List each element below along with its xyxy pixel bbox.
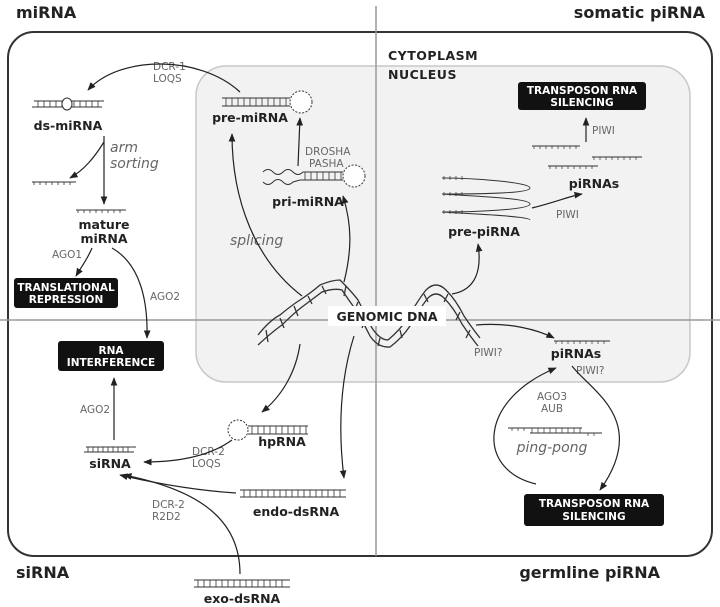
germline-silencing-box	[524, 494, 664, 526]
quadrant-title-germline-pirna: germline piRNA	[519, 563, 660, 582]
somatic-pirnas-label: piRNAs	[569, 176, 619, 191]
germline-pirna-strand	[554, 340, 610, 344]
pre-pirna-transcript	[441, 176, 531, 221]
arrow-mature-to-rnai	[111, 247, 151, 339]
arrow-hprna-to-sirna	[143, 439, 233, 466]
quadrant-title-somatic-pirna: somatic piRNA	[574, 3, 706, 22]
ds-mirna-duplex	[32, 97, 104, 111]
hprna-label: hpRNA	[258, 434, 306, 449]
germline-silencing-line2: SILENCING	[562, 511, 625, 523]
somatic-pirna-strands	[532, 145, 642, 169]
rna-interference-line1: RNA	[99, 345, 125, 357]
dcr1-label: DCR-1	[153, 61, 186, 73]
dcr2-label-b: DCR-2	[152, 499, 185, 511]
arrow-dna-to-germline-pirnas	[475, 323, 555, 339]
pri-mirna-hairpin	[262, 164, 366, 188]
drosha-label: DROSHA	[305, 146, 351, 158]
nucleus-label: NUCLEUS	[388, 67, 457, 82]
arrow-dna-to-hprna	[261, 343, 301, 413]
piwi-question-label-b: PIWI?	[576, 365, 604, 377]
ping-pong-label: ping-pong	[516, 440, 588, 456]
endo-dsrna	[240, 489, 346, 498]
r2d2-label: R2D2	[152, 511, 181, 523]
hprna-hairpin	[227, 419, 308, 441]
ping-pong-strands	[508, 427, 602, 436]
ago1-label: AGO1	[52, 249, 82, 261]
piwi-question-label-a: PIWI?	[474, 347, 502, 359]
translational-repression-box	[14, 278, 118, 308]
pre-mirna-label: pre-miRNA	[212, 110, 288, 125]
germline-silencing-line1: TRANSPOSON RNA	[539, 498, 650, 510]
germline-pirnas-label: piRNAs	[551, 346, 601, 361]
genomic-dna-label: GENOMIC DNA	[336, 309, 437, 324]
arrow-prepirna-to-pirnas	[531, 191, 583, 209]
arrow-pingpong-loop-left	[493, 367, 557, 485]
arrow-dna-to-pri	[342, 195, 351, 283]
arrow-pri-to-pre	[296, 117, 304, 167]
ago2-label-mirna: AGO2	[150, 291, 180, 303]
ago2-label-sirna: AGO2	[80, 404, 110, 416]
mature-mirna-label-2: miRNA	[80, 231, 127, 246]
pre-pirna-label: pre-piRNA	[448, 224, 520, 239]
sirna-duplex	[84, 446, 136, 453]
arrow-mature-to-repression	[75, 247, 93, 277]
somatic-silencing-box	[518, 82, 646, 110]
arm-sorting-label-1: arm	[110, 140, 138, 156]
aub-label: AUB	[541, 403, 563, 415]
endo-dsrna-label: endo-dsRNA	[253, 504, 340, 519]
translational-repression-line2: REPRESSION	[29, 294, 103, 306]
somatic-silencing-line1: TRANSPOSON RNA	[527, 85, 638, 97]
arrow-arm-sorting	[69, 141, 105, 179]
arrow-exo-to-sirna	[123, 473, 241, 575]
pre-mirna-hairpin	[222, 90, 313, 114]
piwi-label-somatic-a: PIWI	[592, 125, 615, 137]
exo-dsrna-label: exo-dsRNA	[204, 591, 281, 606]
exo-dsrna	[194, 579, 290, 588]
mature-mirna-label-1: mature	[79, 217, 130, 232]
cytoplasm-compartment	[7, 31, 713, 557]
sirna-label: siRNA	[89, 456, 131, 471]
arm-sorting-label-2: sorting	[110, 156, 159, 172]
pri-mirna-label: pri-miRNA	[272, 194, 344, 209]
rna-interference-line2: INTERFERENCE	[67, 357, 155, 369]
arrow-pre-to-ds	[87, 63, 241, 93]
piwi-label-somatic-b: PIWI	[556, 209, 579, 221]
ago3-label: AGO3	[537, 391, 567, 403]
mature-mirna-strand	[76, 209, 126, 213]
quadrant-title-sirna: siRNA	[16, 563, 70, 582]
ds-mirna-label: ds-miRNA	[34, 118, 103, 133]
somatic-silencing-line2: SILENCING	[550, 97, 613, 109]
rna-interference-box	[58, 341, 164, 371]
cytoplasm-label: CYTOPLASM	[388, 48, 478, 63]
pasha-label: PASHA	[309, 158, 344, 170]
loqs-label-sirna: LOQS	[192, 458, 221, 470]
loqs-label-mirna: LOQS	[153, 73, 182, 85]
nucleus-compartment	[195, 65, 691, 383]
arrow-dna-to-prepirna	[451, 243, 483, 295]
quadrant-title-mirna: miRNA	[16, 3, 77, 22]
arrow-dna-to-endo	[339, 335, 355, 479]
translational-repression-line1: TRANSLATIONAL	[17, 282, 115, 294]
discarded-strand	[32, 181, 76, 185]
arrow-pingpong-loop-right	[571, 365, 621, 491]
arrow-splicing	[228, 133, 303, 297]
